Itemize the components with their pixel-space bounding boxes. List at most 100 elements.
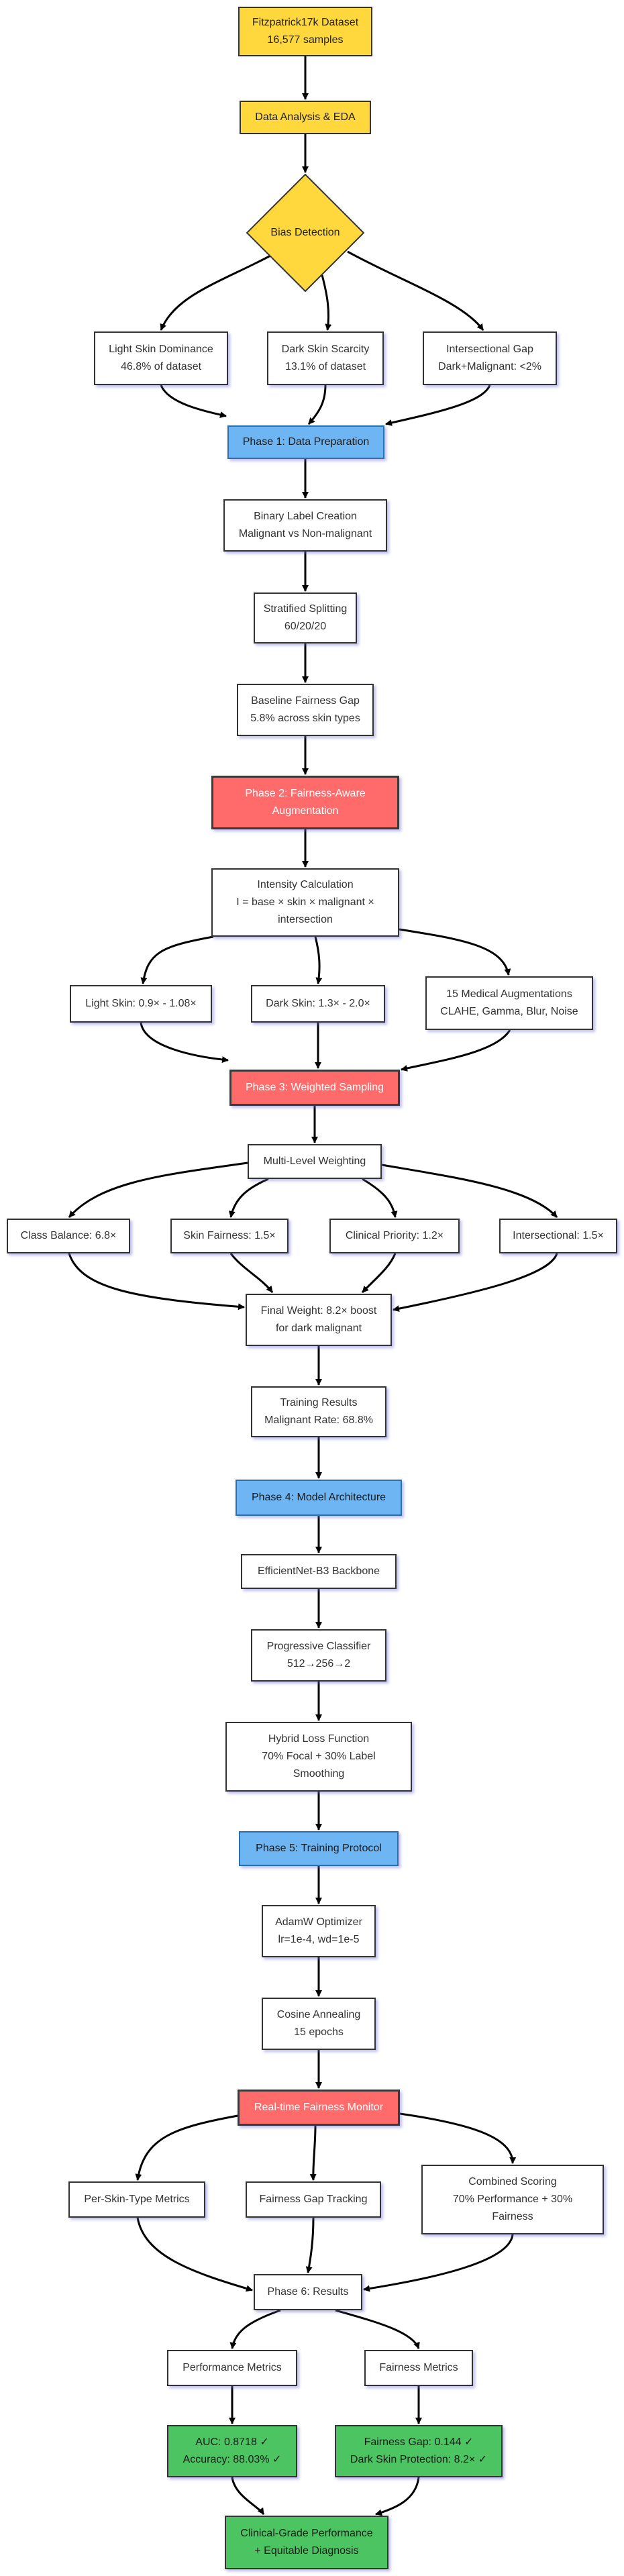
node-final-weight-line-2: for dark malignant — [275, 1323, 362, 1334]
edge-monitor-combined — [399, 2112, 517, 2164]
edge-dark-phase1 — [307, 384, 327, 425]
node-cosine-line-1: Cosine Annealing — [276, 2009, 361, 2020]
node-final-weight-line-1: Final Weight: 8.2× boost — [260, 1305, 377, 1317]
node-intensity-line-3: intersection — [278, 914, 333, 925]
node-dataset-line-2: 16,577 samples — [267, 34, 344, 46]
node-monitor: Real-time Fairness Monitor — [238, 2090, 400, 2126]
node-skin-fairness: Skin Fairness: 1.5× — [170, 1219, 289, 1253]
node-progressive-line-2: 512→256→2 — [287, 1658, 351, 1669]
node-fair-metrics-line-1: Fairness Metrics — [379, 2362, 458, 2373]
node-combined-line-3: Fairness — [492, 2211, 533, 2222]
node-fair-gap-line-2: Dark Skin Protection: 8.2× ✓ — [350, 2454, 488, 2465]
node-intersectional-weight: Intersectional: 1.5× — [499, 1219, 617, 1253]
node-clinical-priority: Clinical Priority: 1.2× — [329, 1219, 460, 1253]
node-phase6: Phase 6: Results — [254, 2274, 362, 2310]
node-dark-scarcity: Dark Skin Scarcity 13.1% of dataset — [267, 331, 384, 385]
node-phase2: Phase 2: Fairness-Aware Augmentation — [211, 776, 399, 829]
node-dark-scarcity-line-1: Dark Skin Scarcity — [281, 344, 370, 355]
node-baseline-gap-line-2: 5.8% across skin types — [250, 713, 360, 724]
node-eda-line-1: Data Analysis & EDA — [255, 111, 356, 123]
node-eda: Data Analysis & EDA — [240, 101, 371, 134]
node-fair-metrics: Fairness Metrics — [364, 2350, 473, 2386]
edge-intensity-dark — [314, 936, 323, 984]
node-perf-metrics-line-1: Performance Metrics — [183, 2362, 282, 2373]
node-final: Clinical-Grade Performance + Equitable D… — [225, 2516, 388, 2569]
decision-diamond — [246, 174, 364, 292]
edge-phase6-perf — [229, 2309, 281, 2349]
node-intensity-line-2: I = base × skin × malignant × — [236, 896, 374, 908]
edge-bias-intersectional — [347, 250, 484, 331]
node-training-results-line-2: Malignant Rate: 68.8% — [264, 1414, 373, 1426]
node-combined: Combined Scoring 70% Performance + 30% F… — [421, 2165, 604, 2234]
node-dark-skin: Dark Skin: 1.3× - 2.0× — [251, 985, 385, 1023]
node-binary-label: Binary Label Creation Malignant vs Non-m… — [223, 499, 387, 552]
node-phase3-line-1: Phase 3: Weighted Sampling — [245, 1082, 384, 1093]
node-cosine: Cosine Annealing 15 epochs — [262, 1998, 376, 2050]
node-intensity-line-1: Intensity Calculation — [257, 879, 354, 890]
node-baseline-gap: Baseline Fairness Gap 5.8% across skin t… — [237, 684, 374, 736]
node-training-results: Training Results Malignant Rate: 68.8% — [251, 1386, 386, 1437]
edge-combined-phase6 — [363, 2234, 514, 2292]
node-intersectional-gap-line-2: Dark+Malignant: <2% — [438, 361, 541, 372]
node-stratified-line-1: Stratified Splitting — [263, 603, 348, 615]
node-hybrid-loss-line-2: 70% Focal + 30% Label — [262, 1751, 376, 1762]
node-backbone-line-1: EfficientNet-B3 Backbone — [257, 1565, 380, 1577]
node-baseline-gap-line-1: Baseline Fairness Gap — [251, 695, 360, 707]
edge-monitor-perskin — [135, 2114, 242, 2181]
edge-intensity-light — [140, 935, 214, 984]
node-combined-line-1: Combined Scoring — [468, 2176, 557, 2187]
node-progressive: Progressive Classifier 512→256→2 — [251, 1629, 386, 1682]
node-perf-metrics: Performance Metrics — [167, 2350, 297, 2386]
edge-light-phase3 — [140, 1022, 229, 1064]
node-hybrid-loss-line-3: Smoothing — [293, 1768, 345, 1780]
edge-bias-light — [160, 254, 272, 331]
node-phase5-line-1: Phase 5: Training Protocol — [256, 1843, 382, 1854]
node-light-dominance-line-2: 46.8% of dataset — [120, 361, 202, 372]
node-skin-fairness-line-1: Skin Fairness: 1.5× — [183, 1230, 276, 1241]
node-phase5: Phase 5: Training Protocol — [239, 1831, 399, 1866]
node-cosine-line-2: 15 epochs — [294, 2026, 344, 2038]
node-multilevel: Multi-Level Weighting — [248, 1144, 382, 1179]
node-phase2-line-2: Augmentation — [272, 805, 339, 817]
node-phase4-line-1: Phase 4: Model Architecture — [251, 1492, 386, 1503]
node-clinical-priority-line-1: Clinical Priority: 1.2× — [345, 1230, 444, 1241]
edge-aug-phase3 — [401, 1029, 511, 1072]
node-phase2-line-1: Phase 2: Fairness-Aware — [245, 788, 366, 799]
edge-gapbox-final — [375, 2477, 420, 2516]
edge-phase6-fair — [335, 2309, 420, 2349]
edge-auc-final — [231, 2477, 265, 2515]
edge-intersectional-phase1 — [385, 384, 491, 426]
node-phase3: Phase 3: Weighted Sampling — [229, 1070, 400, 1106]
node-intersectional-gap-line-1: Intersectional Gap — [446, 344, 533, 355]
node-phase4: Phase 4: Model Architecture — [236, 1480, 402, 1516]
node-backbone: EfficientNet-B3 Backbone — [241, 1554, 397, 1589]
node-stratified-line-2: 60/20/20 — [284, 621, 327, 632]
node-combined-line-2: 70% Performance + 30% — [452, 2194, 573, 2205]
node-multilevel-line-1: Multi-Level Weighting — [263, 1155, 366, 1167]
edge-clinical-final — [361, 1253, 397, 1294]
node-phase6-line-1: Phase 6: Results — [267, 2286, 349, 2298]
node-intensity: Intensity Calculation I = base × skin × … — [211, 868, 399, 937]
edge-monitor-gap — [309, 2125, 317, 2181]
edge-multilevel-clinical — [362, 1178, 398, 1218]
node-binary-label-line-2: Malignant vs Non-malignant — [238, 528, 372, 539]
node-auc: AUC: 0.8718 ✓ Accuracy: 88.03% ✓ — [167, 2425, 297, 2477]
node-bias-detection-label: Bias Detection — [270, 227, 340, 238]
node-gap-tracking-line-1: Fairness Gap Tracking — [259, 2194, 368, 2205]
edge-gap-phase6 — [305, 2217, 315, 2273]
node-fair-gap-line-1: Fairness Gap: 0.144 ✓ — [364, 2436, 474, 2448]
node-class-balance-line-1: Class Balance: 6.8× — [20, 1230, 117, 1241]
edge-bias-dark — [321, 274, 332, 331]
node-hybrid-loss-line-1: Hybrid Loss Function — [268, 1733, 370, 1745]
edge-light-phase1 — [160, 384, 227, 418]
node-adamw-line-2: lr=1e-4, wd=1e-5 — [278, 1934, 360, 1945]
edge-skin-final — [229, 1253, 274, 1293]
node-per-skin: Per-Skin-Type Metrics — [68, 2181, 205, 2218]
node-light-skin-line-1: Light Skin: 0.9× - 1.08× — [85, 998, 197, 1009]
node-training-results-line-1: Training Results — [280, 1397, 358, 1408]
node-final-line-2: + Equitable Diagnosis — [254, 2545, 359, 2557]
node-stratified: Stratified Splitting 60/20/20 — [254, 593, 357, 643]
edge-intersectional-final — [393, 1253, 558, 1312]
